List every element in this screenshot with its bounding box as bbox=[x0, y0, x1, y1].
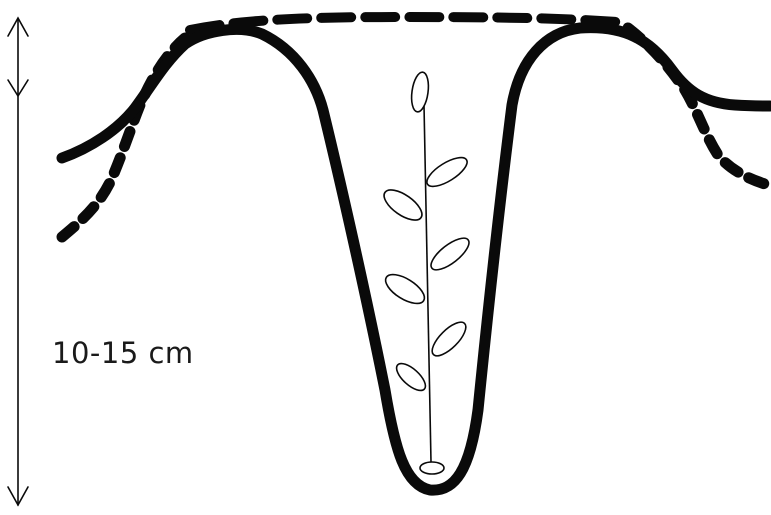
leaf-right-3 bbox=[427, 317, 471, 361]
seed bbox=[420, 462, 444, 474]
leaf-left-3 bbox=[392, 359, 429, 395]
leaf-right-2 bbox=[426, 233, 473, 276]
plant-stem bbox=[424, 105, 431, 462]
leaf-right-1 bbox=[423, 152, 472, 192]
leaf-left-1 bbox=[379, 184, 427, 226]
depth-label: 10-15 cm bbox=[52, 336, 194, 370]
plant-bud bbox=[409, 71, 430, 113]
leaf-left-2 bbox=[381, 269, 429, 309]
seedling-plant bbox=[379, 71, 473, 462]
depth-dimension-arrow bbox=[8, 18, 28, 505]
